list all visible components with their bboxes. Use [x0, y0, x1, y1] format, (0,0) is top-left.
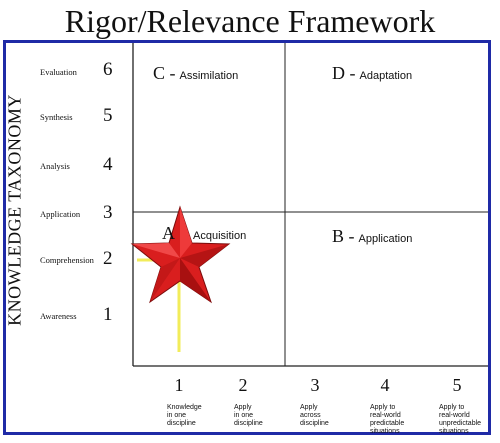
level-num-3: 3	[103, 202, 113, 223]
level-name-6: Evaluation	[40, 67, 77, 77]
quadrant-c-letter: C -	[153, 63, 176, 83]
application-desc-4-line: predictable	[370, 420, 405, 427]
level-num-5: 5	[103, 105, 113, 126]
quadrant-a-letter: A	[162, 223, 175, 243]
quadrant-c-name: Assimilation	[179, 70, 239, 82]
star-icon	[130, 205, 231, 304]
application-desc-4: Apply to real-world predictable situatio…	[370, 404, 404, 436]
quadrant-b-letter: B -	[332, 226, 355, 246]
application-desc-5-line: Apply to	[439, 404, 465, 411]
application-desc-1-line: Knowledge	[167, 404, 202, 411]
application-num-1: 1	[174, 375, 184, 395]
application-num-3: 3	[310, 375, 320, 395]
quadrant-a-label: A Acquisition	[162, 223, 246, 244]
application-desc-3-line: Apply	[300, 404, 318, 411]
level-num-1: 1	[103, 304, 113, 325]
application-num-2: 2	[238, 375, 248, 395]
application-desc-1: Knowledge in one discipline	[167, 404, 202, 428]
application-desc-5: Apply to real-world unpredictable situat…	[439, 404, 481, 436]
diagram-title: Rigor/Relevance Framework	[64, 3, 436, 39]
quadrant-b-label: B - Application	[332, 226, 412, 247]
application-desc-2-line: discipline	[234, 420, 263, 427]
quadrant-d-label: D - Adaptation	[332, 63, 412, 84]
application-desc-5-line: unpredictable	[439, 420, 482, 427]
quadrant-c-label: C - Assimilation	[153, 63, 238, 84]
quadrant-d-letter: D -	[332, 63, 356, 83]
application-desc-3: Apply across discipline	[300, 404, 329, 428]
application-desc-1-line: in one	[167, 412, 187, 419]
quadrant-d-name: Adaptation	[359, 70, 413, 82]
application-desc-1-line: discipline	[167, 420, 196, 427]
level-name-3: Application	[40, 209, 81, 219]
application-desc-2-line: in one	[234, 412, 254, 419]
application-desc-5-line: situations	[439, 428, 469, 435]
application-num-4: 4	[380, 375, 390, 395]
quadrant-a-name: Acquisition	[193, 230, 247, 242]
application-desc-2-line: Apply	[234, 404, 252, 411]
level-name-4: Analysis	[40, 161, 70, 171]
level-num-2: 2	[103, 248, 113, 269]
application-desc-4-line: Apply to	[370, 404, 396, 411]
application-desc-4-line: real-world	[370, 412, 401, 419]
level-name-1: Awareness	[40, 311, 77, 321]
framework-frame	[3, 40, 491, 435]
level-name-2: Comprehension	[40, 255, 94, 265]
level-name-5: Synthesis	[40, 112, 73, 122]
application-desc-4-line: situations	[370, 428, 400, 435]
application-desc-3-line: discipline	[300, 420, 329, 427]
application-desc-5-line: real-world	[439, 412, 470, 419]
application-desc-3-line: across	[300, 412, 321, 419]
application-num-5: 5	[452, 375, 462, 395]
level-num-4: 4	[103, 154, 113, 175]
application-desc-2: Apply in one discipline	[234, 404, 263, 428]
quadrant-b-name: Application	[358, 233, 413, 245]
level-num-6: 6	[103, 59, 113, 80]
